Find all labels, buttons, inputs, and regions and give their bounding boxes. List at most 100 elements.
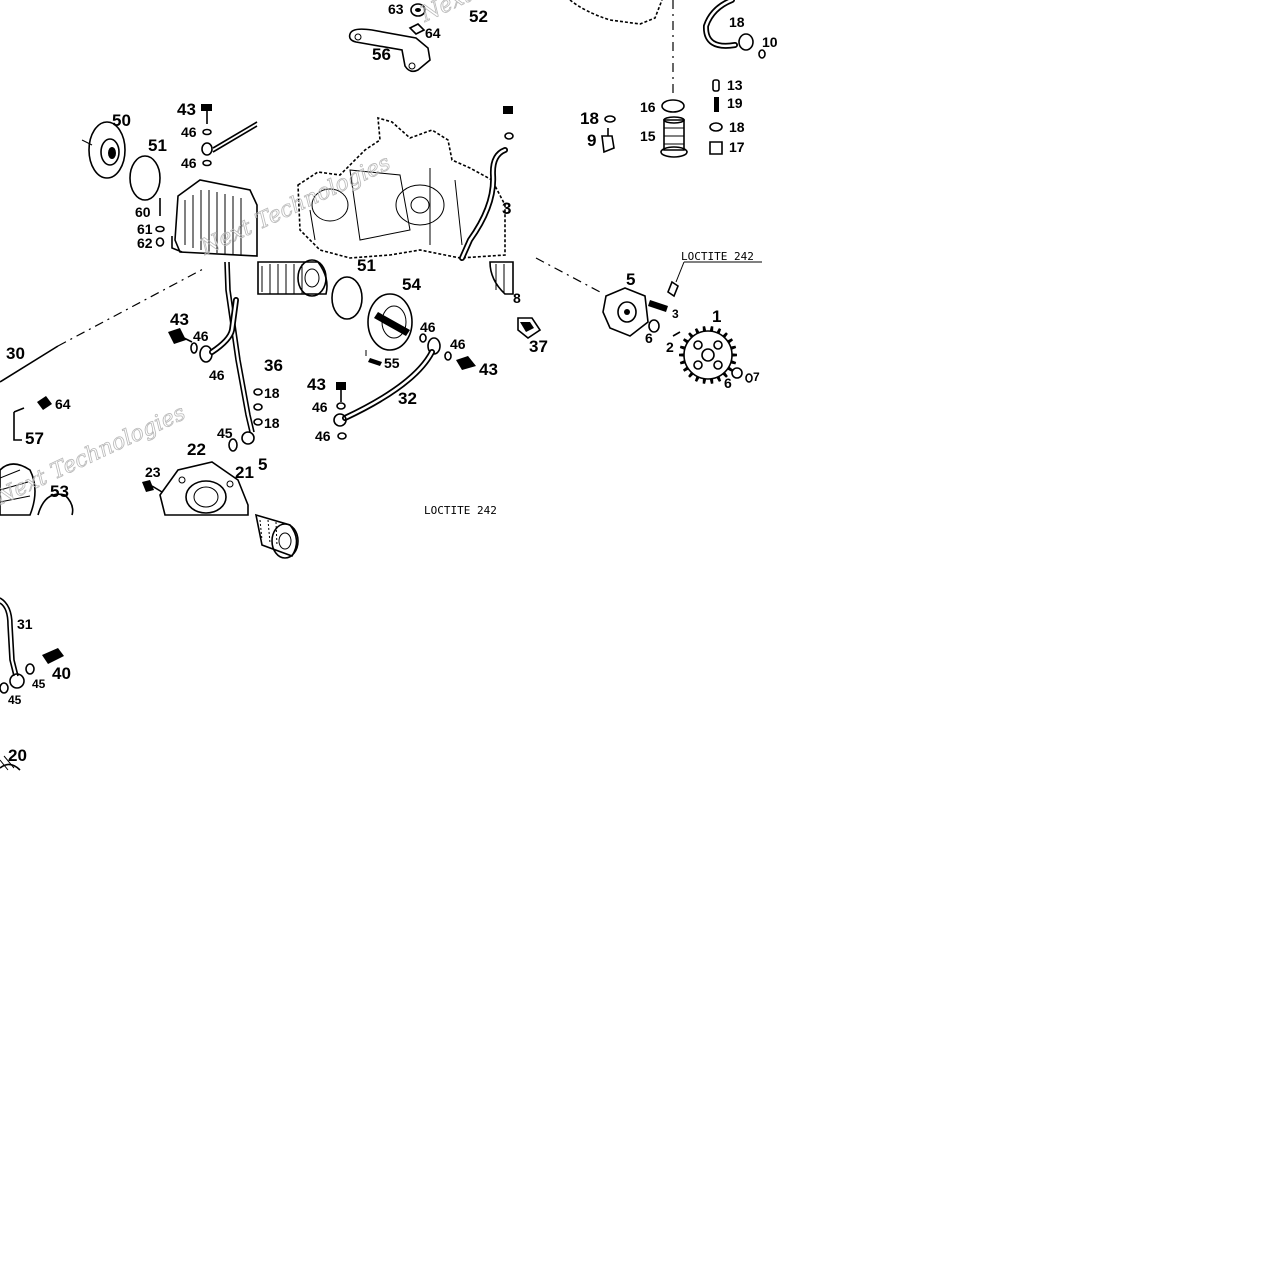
callout-label: 53 xyxy=(50,482,69,501)
callout-label: 55 xyxy=(384,355,400,371)
callout-label: 18 xyxy=(264,385,280,401)
filter-cover-part xyxy=(88,121,126,179)
gear-tooth xyxy=(730,360,737,365)
callout-label: 64 xyxy=(55,396,71,412)
callout-label: 46 xyxy=(193,328,209,344)
callout-label: 46 xyxy=(450,336,466,352)
callout-label: 16 xyxy=(640,99,656,115)
callout-label: 3 xyxy=(502,199,511,218)
filter-housing-part xyxy=(174,179,258,257)
callout-label: 37 xyxy=(529,337,548,356)
callout-label: 1 xyxy=(712,307,721,326)
callout-label: 60 xyxy=(135,204,151,220)
gear-tooth xyxy=(727,338,734,344)
callout-label: 52 xyxy=(469,7,488,26)
callout-label: 46 xyxy=(209,367,225,383)
oil-strainer-part xyxy=(663,119,685,151)
callout-label: 63 xyxy=(388,1,404,17)
callout-label: 46 xyxy=(181,155,197,171)
gear-tooth xyxy=(694,328,700,334)
callout-label: 23 xyxy=(145,464,161,480)
callout-label: 15 xyxy=(640,128,656,144)
watermark-text: Next Technologies xyxy=(416,0,614,28)
callout-label: 9 xyxy=(587,131,596,150)
callout-label: 31 xyxy=(17,616,33,632)
callout-labels: 63 64 52 56 18 10 50 51 43 46 46 60 61 6… xyxy=(6,1,778,765)
callout-label: 20 xyxy=(8,746,27,765)
watermark-text: Next Technologies xyxy=(196,151,394,261)
callout-label: 43 xyxy=(177,100,196,119)
callout-label: 19 xyxy=(727,95,743,111)
callout-label: 46 xyxy=(181,124,197,140)
callout-label: 32 xyxy=(398,389,417,408)
gear-tooth xyxy=(730,345,737,350)
bracket-part xyxy=(348,28,431,73)
callout-label: 43 xyxy=(170,310,189,329)
callout-label: 45 xyxy=(32,677,46,691)
callout-label: 18 xyxy=(729,14,745,30)
tile-oil-pipe-31 xyxy=(0,597,64,771)
gear-tooth xyxy=(688,371,694,378)
tile-oil-pump-gear xyxy=(535,257,762,384)
callout-label: 51 xyxy=(357,256,376,275)
tile-oil-filter-cover xyxy=(81,104,258,257)
callout-label: 21 xyxy=(235,463,254,482)
callout-label: 7 xyxy=(753,370,760,384)
tile-crankcase xyxy=(297,3,514,261)
callout-label: 22 xyxy=(187,440,206,459)
crankcase-part xyxy=(297,116,506,259)
callout-label: 57 xyxy=(25,429,44,448)
callout-label: 46 xyxy=(315,428,331,444)
o-ring-part xyxy=(129,155,161,201)
gear-tooth xyxy=(709,378,714,384)
callout-label: 6 xyxy=(645,330,653,346)
callout-label: 45 xyxy=(217,425,233,441)
gear-tooth xyxy=(731,353,737,357)
gear-tooth xyxy=(694,376,700,382)
callout-label: 5 xyxy=(258,455,267,474)
callout-label: 46 xyxy=(312,399,328,415)
gear-tooth xyxy=(716,328,722,334)
callout-label: 64 xyxy=(425,25,441,41)
callout-label: 10 xyxy=(762,34,778,50)
loctite-note-top: LOCTITE 242 xyxy=(681,250,754,263)
callout-label: 51 xyxy=(148,136,167,155)
gear-tooth xyxy=(722,371,728,378)
callout-label: 56 xyxy=(372,45,391,64)
gear-tooth xyxy=(679,353,685,357)
pump-cover-part xyxy=(159,461,249,516)
callout-label: 5 xyxy=(626,270,635,289)
gear-tooth xyxy=(682,338,689,344)
tile-lower-filter xyxy=(254,513,299,559)
callout-label: 46 xyxy=(420,319,436,335)
gear-tooth xyxy=(682,366,689,372)
oil-pump-gear-part xyxy=(679,326,737,384)
gear-tooth xyxy=(716,376,722,382)
callout-label: 13 xyxy=(727,77,743,93)
callout-label: 18 xyxy=(729,119,745,135)
callout-label: 43 xyxy=(479,360,498,379)
callout-label: 54 xyxy=(402,275,421,294)
callout-label: 17 xyxy=(729,139,745,155)
filter-cover-54-part xyxy=(367,293,413,351)
tile-oil-lines-left xyxy=(0,261,263,516)
callout-label: 18 xyxy=(580,109,599,128)
callout-label: 30 xyxy=(6,344,25,363)
callout-label: 8 xyxy=(513,290,521,306)
gear-tooth xyxy=(709,326,714,332)
callout-label: 3 xyxy=(672,307,679,321)
gear-tooth xyxy=(702,326,707,332)
callout-label: 6 xyxy=(724,375,732,391)
oil-pump-body-part xyxy=(602,287,649,337)
callout-label: 50 xyxy=(112,111,131,130)
callout-label: 43 xyxy=(307,375,326,394)
tile-strainer xyxy=(569,0,766,158)
callout-label: 18 xyxy=(264,415,280,431)
gear-tooth xyxy=(688,332,694,339)
gear-tooth xyxy=(722,332,728,339)
filter-element-part xyxy=(257,261,328,295)
callout-label: 45 xyxy=(8,693,22,707)
callout-label: 36 xyxy=(264,356,283,375)
tile-oil-filter-element xyxy=(257,259,542,440)
